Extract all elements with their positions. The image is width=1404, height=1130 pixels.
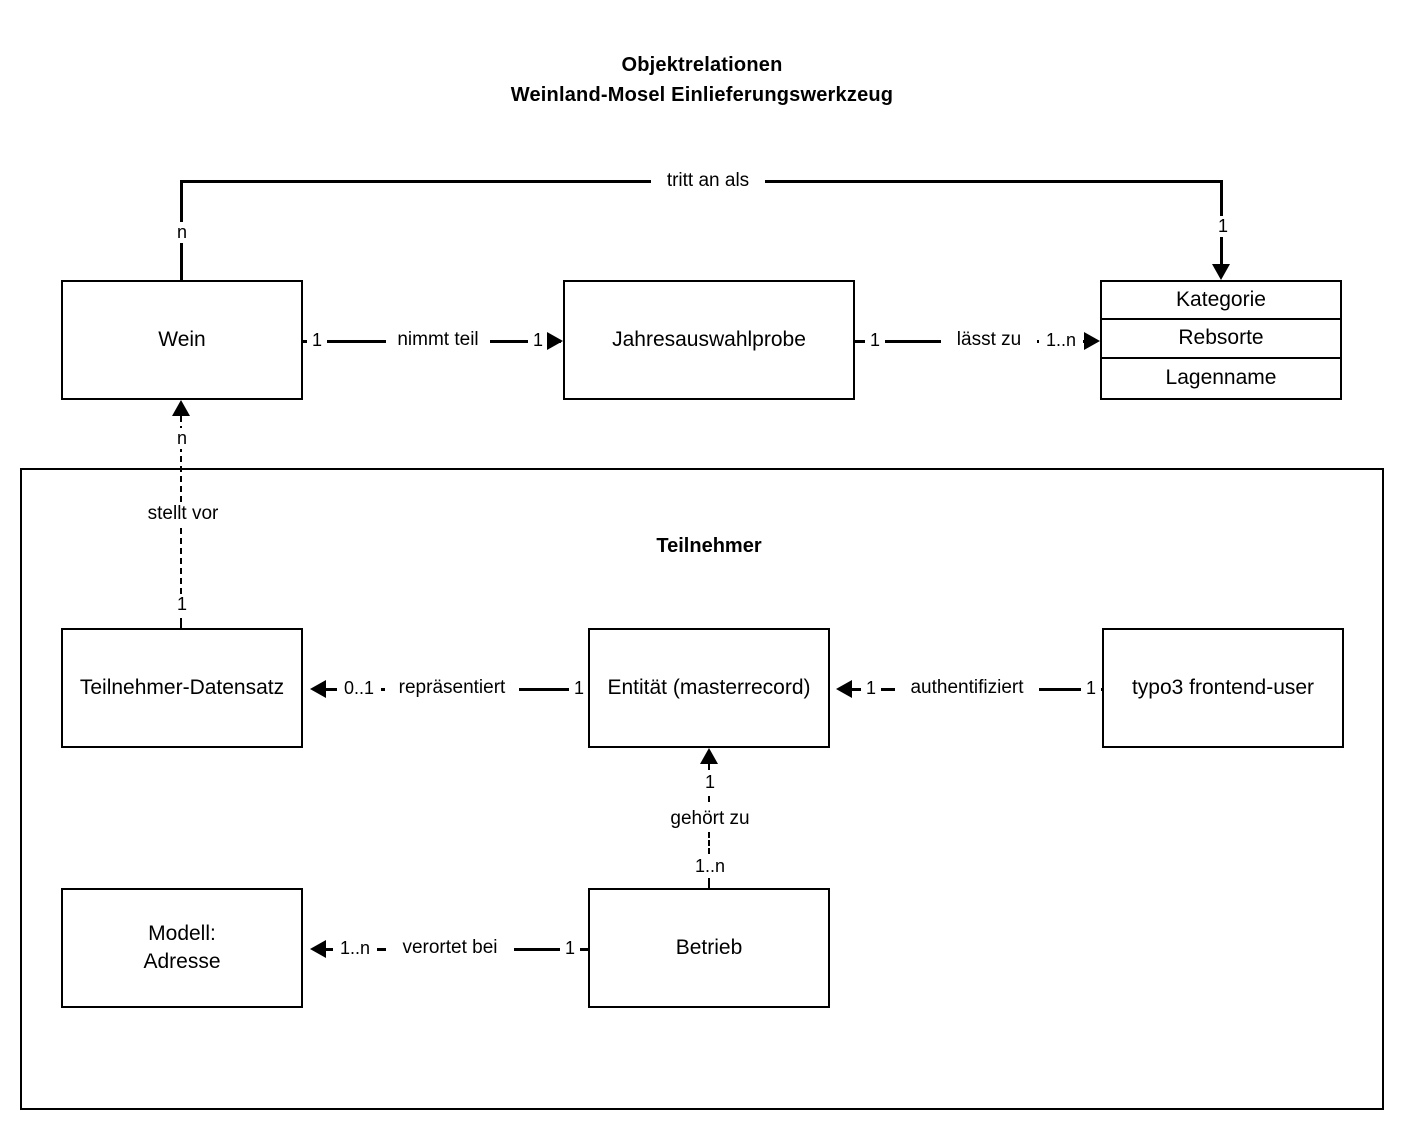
entity-teilnehmer-datensatz-label: Teilnehmer-Datensatz	[79, 676, 285, 699]
stellt-vor-target-cardinality: 1	[168, 594, 196, 615]
entity-typo3-frontend-user[interactable]: typo3 frontend-user	[1102, 628, 1344, 748]
entity-wein[interactable]: Wein	[61, 280, 303, 400]
gehoert-zu-label: gehört zu	[652, 808, 768, 830]
entity-jahresauswahlprobe[interactable]: Jahresauswahlprobe	[563, 280, 855, 400]
entity-row-lagenname[interactable]: Lagenname	[1165, 365, 1277, 389]
verortet-bei-target-cardinality: 1	[560, 938, 580, 959]
laesst-zu-label: lässt zu	[941, 329, 1037, 351]
page-title: Objektrelationen Weinland-Mosel Einliefe…	[0, 50, 1404, 110]
nimmt-teil-label: nimmt teil	[386, 329, 490, 351]
group-container-teilnehmer	[20, 468, 1384, 1110]
gehoert-zu-target-cardinality: 1..n	[688, 856, 732, 877]
tritt-an-als-target-cardinality: 1	[1209, 216, 1237, 237]
tritt-an-als-arrowhead	[1212, 264, 1230, 280]
gehoert-zu-arrowhead	[700, 748, 718, 764]
entity-entitaet-masterrecord-label: Entität (masterrecord)	[607, 676, 811, 699]
title-line-1: Objektrelationen	[621, 54, 783, 76]
stellt-vor-dashed-tail	[180, 618, 182, 628]
entity-row-rebsorte[interactable]: Rebsorte	[1102, 320, 1340, 359]
entity-modell-adresse-label: Modell: Adresse	[139, 920, 224, 976]
laesst-zu-source-cardinality: 1	[865, 330, 885, 351]
stellt-vor-dashed-upper	[180, 416, 182, 502]
entity-modell-adresse-line-1: Modell:	[148, 922, 216, 945]
laesst-zu-arrowhead	[1084, 332, 1100, 350]
stellt-vor-arrowhead	[172, 400, 190, 416]
repraesentiert-target-cardinality: 1	[569, 678, 589, 699]
tritt-an-als-source-cardinality: n	[168, 222, 196, 243]
authentifiziert-arrowhead	[836, 680, 852, 698]
stellt-vor-source-cardinality: n	[168, 428, 196, 449]
entity-entitaet-masterrecord[interactable]: Entität (masterrecord)	[588, 628, 830, 748]
authentifiziert-target-cardinality: 1	[1081, 678, 1101, 699]
entity-wein-label: Wein	[158, 328, 206, 351]
title-line-2: Weinland-Mosel Einlieferungswerkzeug	[510, 84, 894, 106]
repraesentiert-label: repräsentiert	[385, 677, 519, 699]
laesst-zu-target-cardinality: 1..n	[1039, 330, 1083, 351]
group-title-teilnehmer: Teilnehmer	[656, 535, 762, 557]
entity-row-kategorie[interactable]: Kategorie	[1102, 282, 1340, 321]
gehoert-zu-source-cardinality: 1	[696, 772, 724, 793]
entity-modell-adresse[interactable]: Modell: Adresse	[61, 888, 303, 1008]
stellt-vor-dashed-lower	[180, 528, 182, 594]
entity-modell-adresse-line-2: Adresse	[143, 950, 221, 973]
entity-kategorie-group[interactable]: Kategorie Rebsorte Lagenname	[1100, 280, 1342, 400]
entity-jahresauswahlprobe-label: Jahresauswahlprobe	[612, 328, 806, 351]
nimmt-teil-arrowhead	[547, 332, 563, 350]
gehoert-zu-dashed-mid	[708, 832, 710, 854]
entity-betrieb-label: Betrieb	[675, 936, 743, 959]
repraesentiert-source-cardinality: 0..1	[337, 678, 381, 699]
stellt-vor-label: stellt vor	[131, 503, 235, 525]
entity-betrieb[interactable]: Betrieb	[588, 888, 830, 1008]
nimmt-teil-target-cardinality: 1	[528, 330, 548, 351]
verortet-bei-arrowhead	[310, 940, 326, 958]
verortet-bei-source-cardinality: 1..n	[333, 938, 377, 959]
repraesentiert-arrowhead	[310, 680, 326, 698]
entity-typo3-frontend-user-label: typo3 frontend-user	[1131, 676, 1315, 699]
verortet-bei-label: verortet bei	[386, 937, 514, 959]
authentifiziert-label: authentifiziert	[895, 677, 1039, 699]
authentifiziert-source-cardinality: 1	[861, 678, 881, 699]
gehoert-zu-dashed-lower	[708, 878, 710, 888]
entity-teilnehmer-datensatz[interactable]: Teilnehmer-Datensatz	[61, 628, 303, 748]
nimmt-teil-source-cardinality: 1	[307, 330, 327, 351]
tritt-an-als-label: tritt an als	[651, 170, 765, 192]
